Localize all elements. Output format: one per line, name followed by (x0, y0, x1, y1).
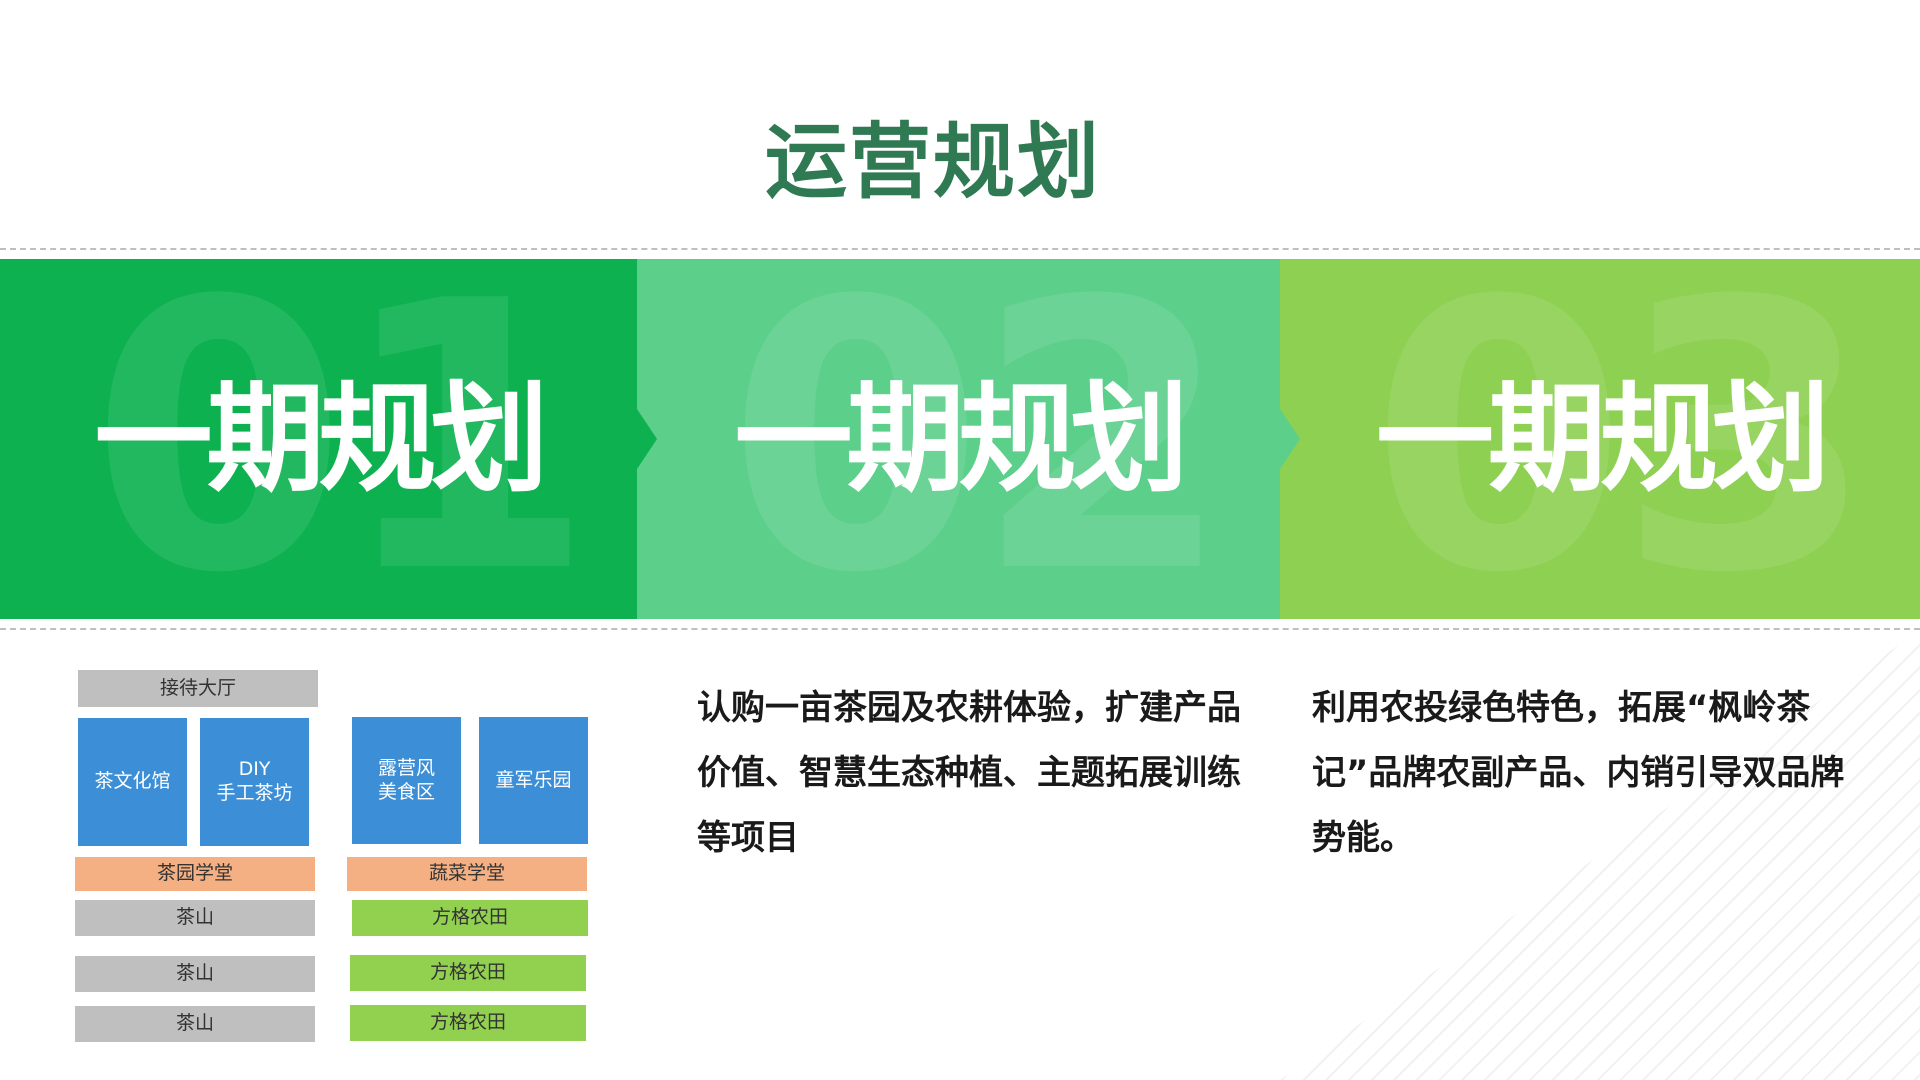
tea-school-box: 茶园学堂 (75, 857, 315, 891)
tea-culture-hall-box: 茶文化馆 (78, 718, 187, 846)
grid-field-box-2: 方格农田 (350, 955, 586, 991)
grid-field-box-3: 方格农田 (350, 1005, 586, 1041)
arrow-right-icon (637, 409, 657, 469)
arrow-right-icon (1280, 409, 1300, 469)
grid-field-box-1: 方格农田 (352, 900, 588, 936)
camping-food-area-box: 露营风 美食区 (352, 717, 461, 844)
food-area-label: 美食区 (377, 780, 435, 803)
diy-tea-workshop-box: DIY 手工茶坊 (200, 718, 309, 846)
tea-mountain-box-2: 茶山 (75, 956, 315, 992)
top-dashed-divider (0, 248, 1920, 250)
phase-number-1: 01 (90, 259, 595, 619)
tea-workshop-label: 手工茶坊 (216, 782, 293, 804)
tea-mountain-box-1: 茶山 (75, 900, 315, 936)
phase-panel-1: 01 一期规划 (0, 259, 637, 619)
phase-label-1: 一期规划 (94, 370, 548, 508)
phase-number-2: 02 (727, 259, 1232, 619)
phase-label-3: 一期规划 (1375, 370, 1830, 508)
phase-number-3: 03 (1370, 259, 1875, 619)
phase-description-2: 利用农投绿色特色，拓展“枫岭茶记”品牌农副产品、内销引导双品牌势能。 (1312, 688, 1845, 858)
phase-panel-3: 03 一期规划 (1280, 259, 1920, 619)
kids-park-box: 童军乐园 (479, 717, 588, 844)
vegetable-school-box: 蔬菜学堂 (347, 857, 587, 891)
tea-mountain-box-3: 茶山 (75, 1006, 315, 1042)
phase-panel-2: 02 一期规划 (637, 259, 1280, 619)
reception-hall-box: 接待大厅 (78, 670, 318, 707)
phase-label-2: 一期规划 (734, 370, 1188, 508)
diy-label: DIY (238, 758, 271, 781)
phase-banner: 01 一期规划 02 一期规划 03 一期规划 (0, 259, 1920, 619)
page-title: 运营规划 (764, 115, 1101, 210)
bottom-dashed-divider (0, 628, 1920, 630)
camping-label: 露营风 (377, 756, 435, 779)
phase-description-1: 认购一亩茶园及农耕体验，扩建产品价值、智慧生态种植、主题拓展训练等项目 (697, 688, 1241, 858)
